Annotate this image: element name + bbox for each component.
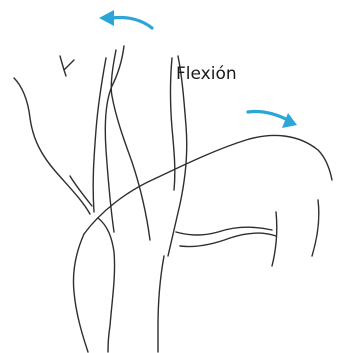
hand-outline-left — [14, 56, 92, 214]
flexion-label: Flexión — [176, 64, 237, 84]
fingers — [93, 46, 187, 256]
curved-arrow-icon-top — [99, 10, 152, 28]
curved-arrow-icon-right — [248, 111, 297, 128]
arm-outline — [73, 135, 332, 352]
